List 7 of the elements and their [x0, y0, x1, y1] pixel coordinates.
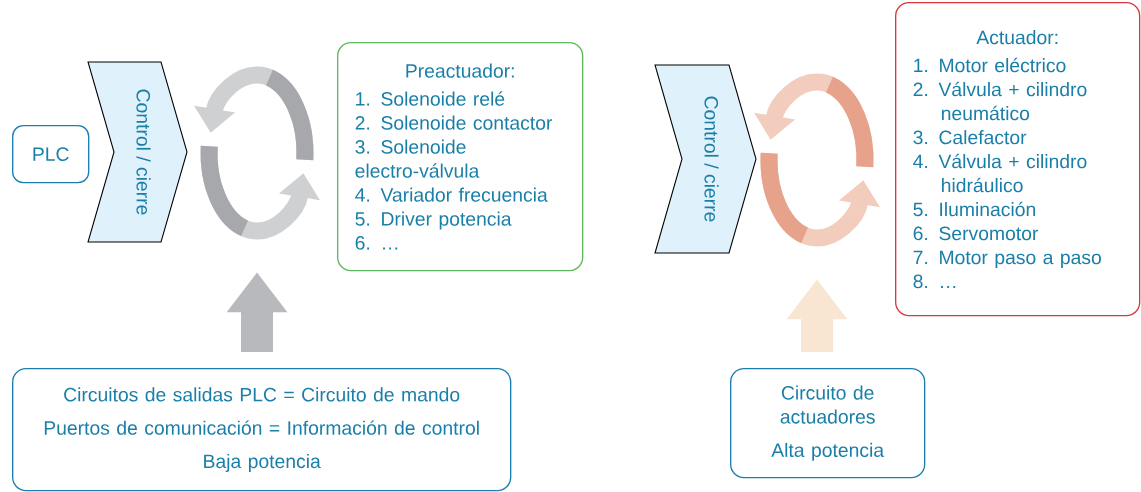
rounded-box: Circuito de actuadores Alta potencia [730, 368, 926, 479]
chevron-box: Control / cierre [87, 61, 188, 243]
list-box: Preactuador: 1. Solenoide relé 2. Solenoide contactor 3. Solenoide electro-válvula 4. Variador frecuencia 5. Driver potencia 6. … [337, 42, 584, 272]
rounded-box: Circuitos de salidas PLC = Circuito de mando Puertos de comunicación = Información de control Baja potencia [12, 368, 512, 492]
list-box: Actuador: 1. Motor eléctrico 2. Válvula + cilindro neumático 3. Calefactor 4. Válvula + cilindro hidráulico 5. Iluminación 6. Servomotor 7. Motor paso a paso 8. … [895, 2, 1141, 317]
rounded-box: PLC [12, 125, 90, 184]
chevron-box: Control / cierre [654, 64, 757, 254]
